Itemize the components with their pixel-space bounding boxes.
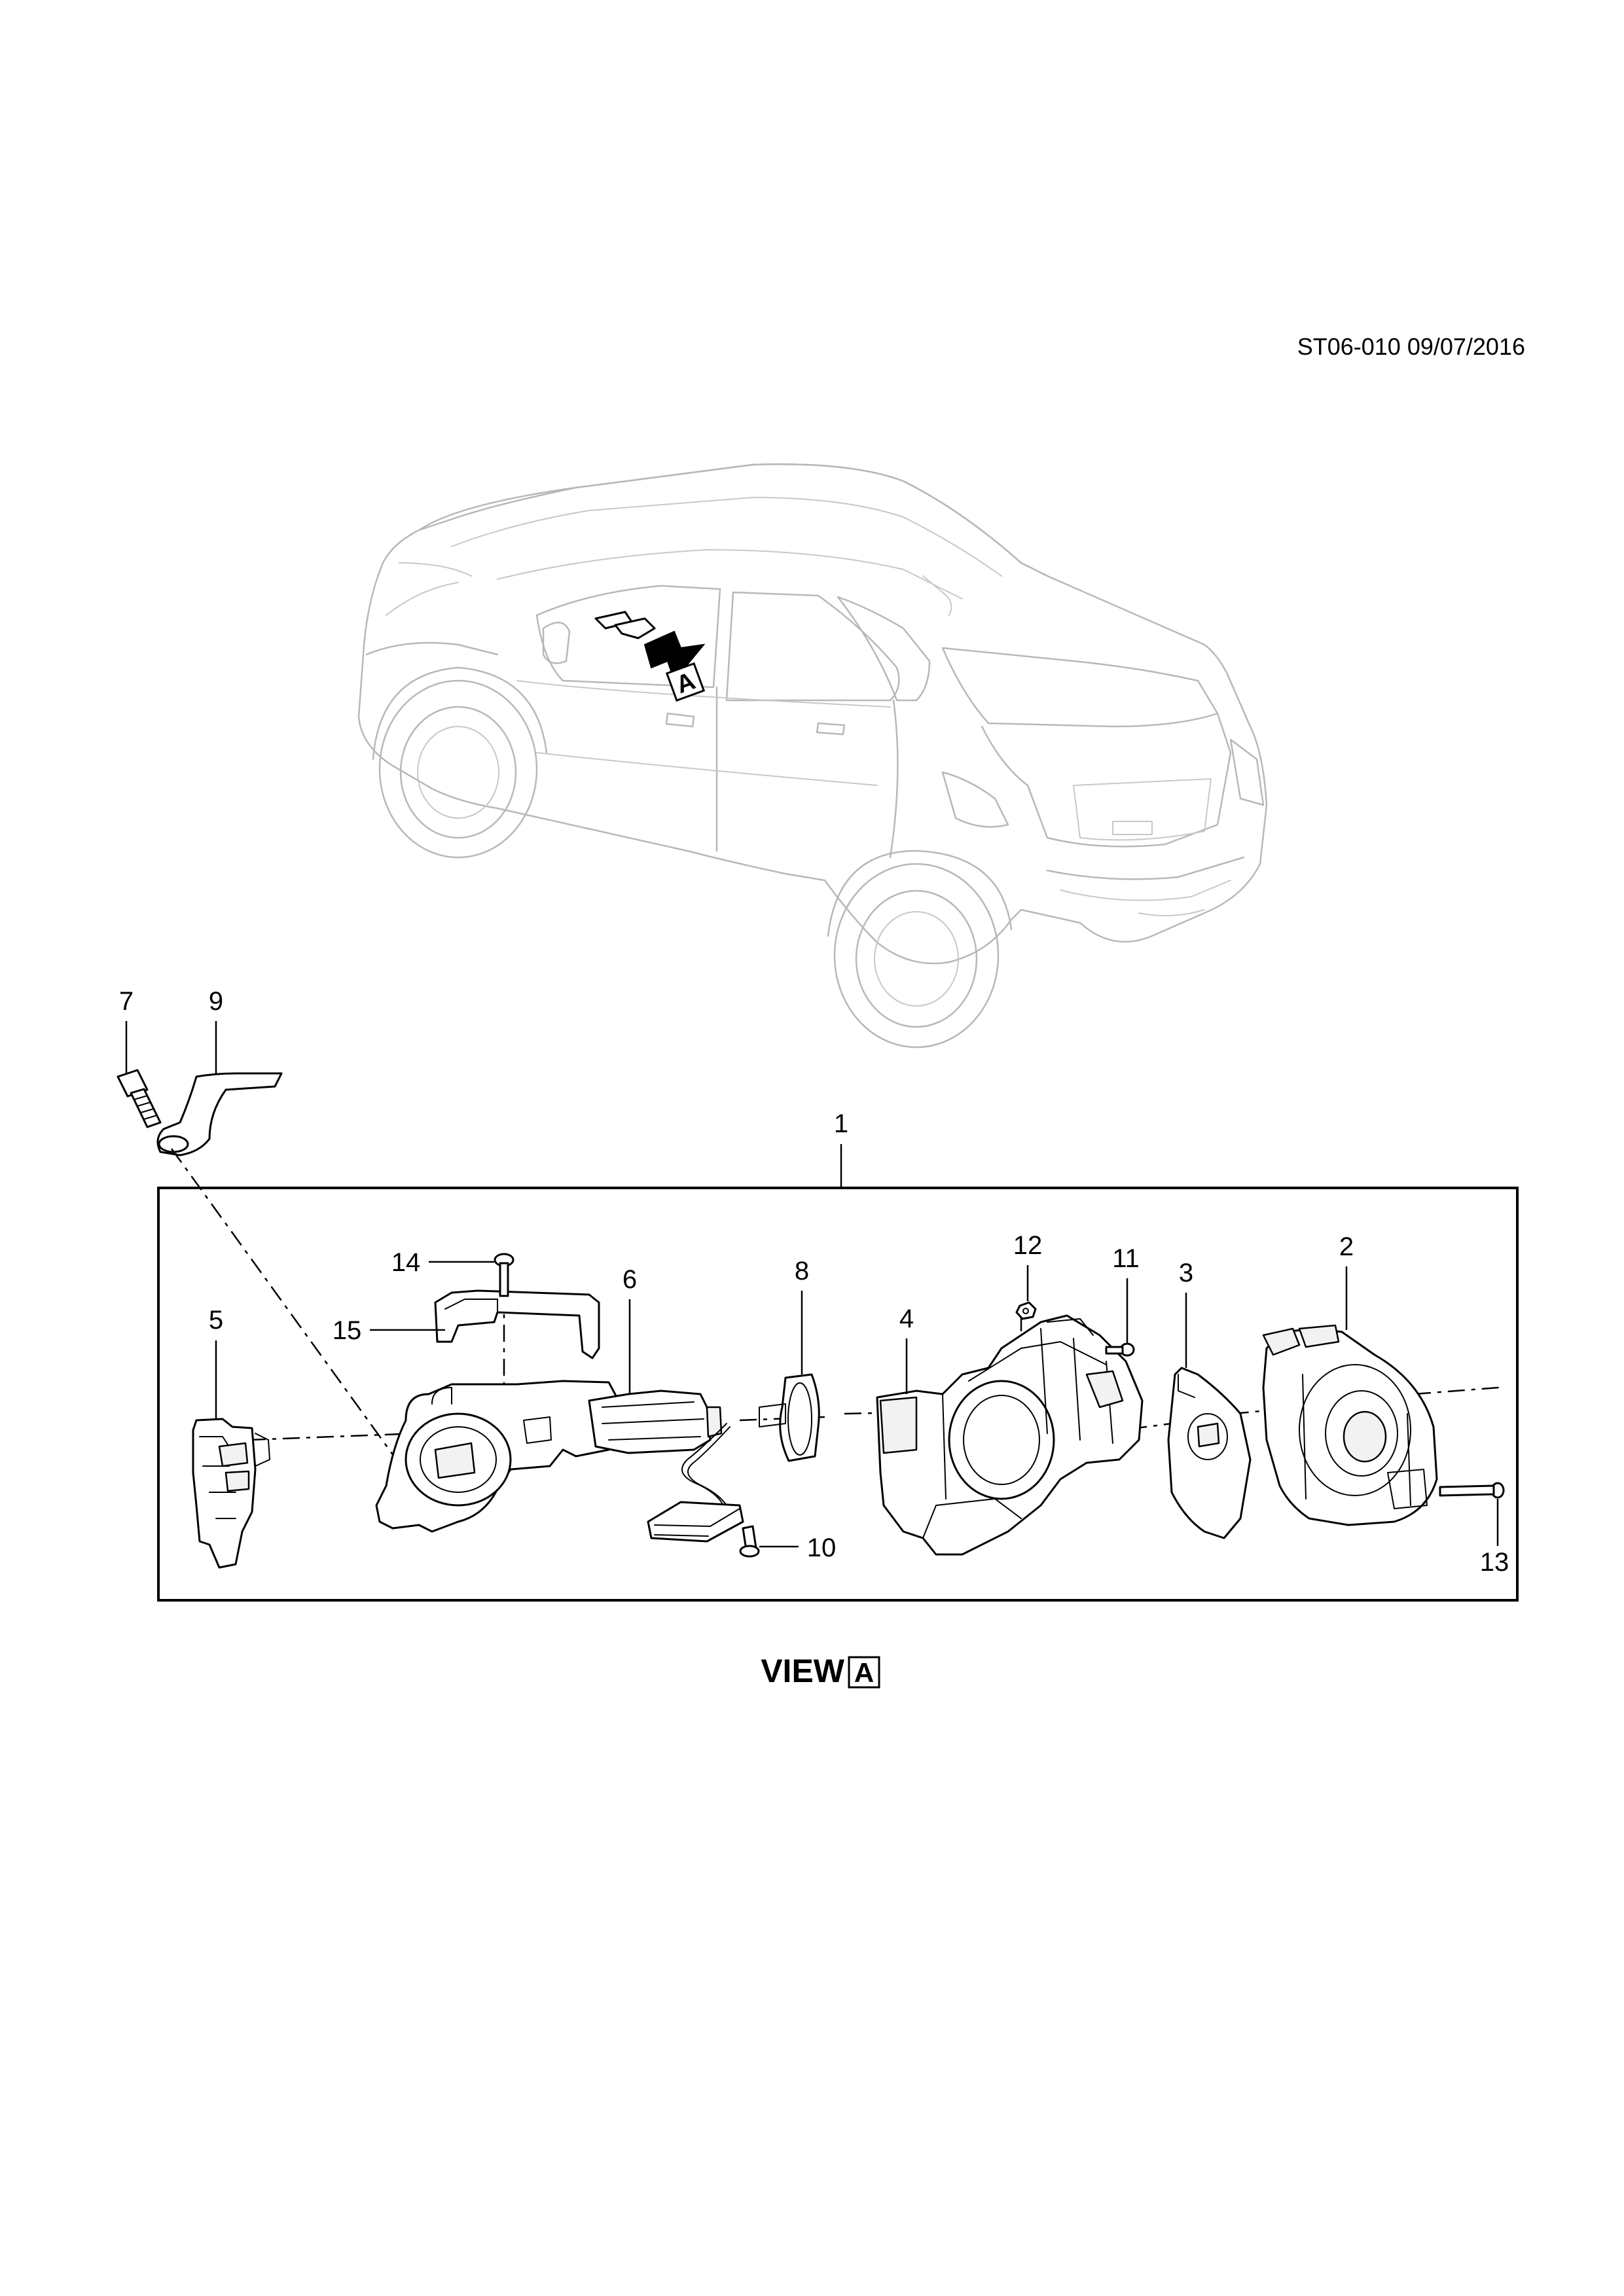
- callout-5: 5: [209, 1306, 223, 1335]
- callout-14: 14: [391, 1248, 421, 1277]
- callout-4: 4: [899, 1304, 914, 1333]
- view-label-text: VIEW: [761, 1653, 845, 1689]
- part-7-bolt: [117, 1069, 162, 1128]
- vehicle-illustration: A: [357, 463, 1268, 1049]
- callout-12: 12: [1013, 1231, 1043, 1260]
- callout-13: 13: [1480, 1548, 1509, 1577]
- callout-15: 15: [333, 1316, 362, 1345]
- part-4-steering-lock-housing: [876, 1314, 1144, 1556]
- callout-1: 1: [834, 1109, 848, 1138]
- callout-10: 10: [807, 1534, 837, 1562]
- callout-8: 8: [795, 1257, 809, 1285]
- part-14-screw: [494, 1253, 514, 1297]
- callout-9: 9: [209, 987, 223, 1016]
- callout-2: 2: [1339, 1232, 1354, 1261]
- view-a-label: VIEW A: [761, 1653, 880, 1689]
- callout-11: 11: [1112, 1244, 1140, 1273]
- part-11-screw: [1105, 1342, 1135, 1357]
- view-a-marker-vehicle: A: [665, 662, 706, 702]
- part-9-bracket: [156, 1072, 283, 1157]
- part-13-screw: [1439, 1482, 1505, 1499]
- callout-3: 3: [1179, 1259, 1193, 1287]
- part-10-bolt: [739, 1525, 760, 1558]
- rear-wheel: [827, 850, 1013, 1049]
- part-8-ring: [759, 1373, 820, 1462]
- callout-7: 7: [119, 987, 134, 1016]
- part-15-cover-plate: [434, 1289, 600, 1359]
- assembly-frame: [157, 1187, 1519, 1602]
- part-12-nut: [1015, 1301, 1037, 1320]
- front-wheel: [372, 666, 548, 859]
- part-5-switch-module: [192, 1418, 270, 1569]
- steering-column-location-marker: [594, 611, 706, 683]
- view-label-marker: A: [854, 1657, 874, 1688]
- part-3-clock-spring-cover: [1167, 1367, 1252, 1539]
- part-2-clock-spring: [1262, 1324, 1438, 1526]
- callout-6: 6: [623, 1265, 637, 1294]
- part-6-housing: [375, 1380, 744, 1543]
- document-reference: ST06-010 09/07/2016: [1297, 333, 1525, 360]
